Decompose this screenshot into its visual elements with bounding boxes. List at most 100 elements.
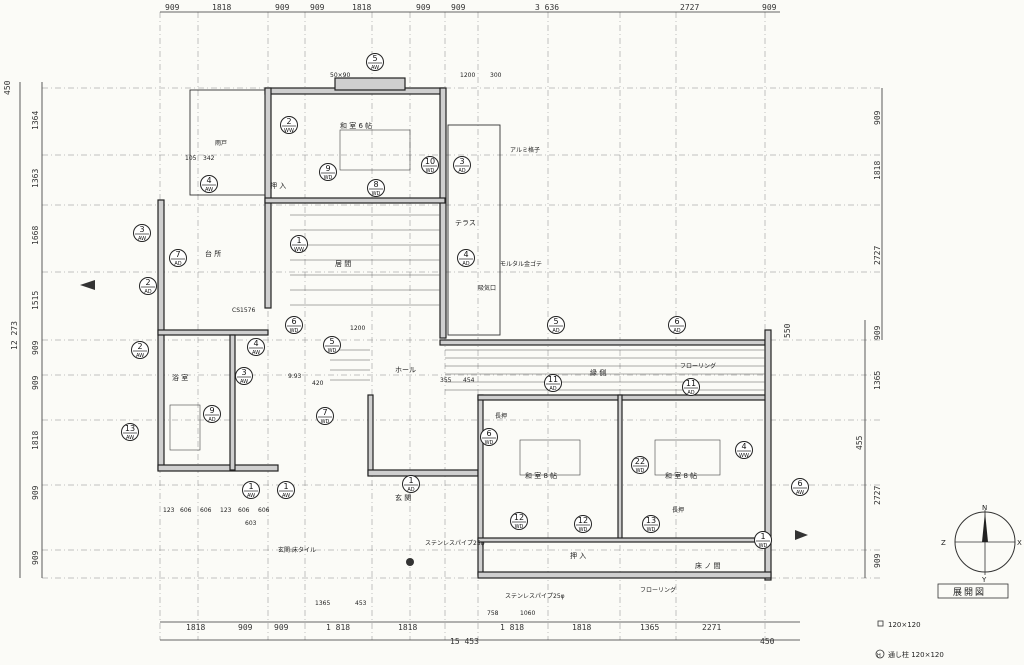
walls (157, 77, 772, 581)
dim-right-lower-4: 2727 (873, 486, 882, 505)
fitting-tag-type: AW (247, 493, 255, 499)
note-11: 玄関:床タイル (278, 546, 316, 554)
fitting-tag-number: 11 (548, 375, 558, 384)
fitting-tag-number: 13 (646, 516, 656, 525)
fitting-tag-circle (139, 277, 157, 295)
fitting-tag: 8WD (367, 179, 385, 197)
fitting-tag-circle (319, 163, 337, 181)
note-1: アルミ格子 (510, 146, 540, 154)
dim-bottom-1: 909 (238, 623, 253, 632)
dim-right-lower-5: 909 (873, 553, 882, 568)
dim-left-7: 1818 (31, 431, 40, 450)
dim-bottom-7: 1365 (640, 623, 659, 632)
compass-n: N (982, 504, 987, 512)
fitting-tag-number: 1 (296, 236, 301, 245)
fitting-tag-type: WD (647, 527, 656, 533)
dim-top-3: 909 (310, 3, 325, 12)
title: 展開図 (953, 587, 986, 598)
fitting-tag-type: WD (372, 191, 381, 197)
fitting-tag-number: 6 (486, 429, 491, 438)
fitting-tag-number: 8 (373, 180, 378, 189)
room-terrace: テラス (455, 219, 476, 227)
compass-e: X (1017, 539, 1022, 547)
entry-mark (80, 280, 808, 566)
dim-inner-19: 606 (180, 507, 192, 514)
note-7: ステンレスパイプ25φ (425, 540, 485, 547)
dim-bottom-3: 1 818 (326, 623, 350, 632)
fitting-tag-type: AW (138, 236, 146, 242)
dim-top-8: 2727 (680, 3, 699, 12)
dim-inner-1: 1200 (460, 72, 475, 79)
dim-right-upper-2: 2727 (873, 246, 882, 265)
room-living: 居 間 (335, 260, 351, 268)
fitting-tag-circle (200, 175, 218, 193)
dim-inner-5: 1200 (350, 325, 365, 332)
dim-right-lower-0: 550 (783, 323, 792, 338)
fitting-tag-number: 3 (241, 368, 246, 377)
fitting-tag-number: 4 (463, 250, 468, 259)
fitting-tag-number: 12 (578, 516, 588, 525)
dim-total-left: 12 273 (10, 321, 19, 350)
fitting-tag-number: 4 (741, 442, 746, 451)
note-3: フローリング (680, 362, 716, 370)
fitting-tag-number: 10 (425, 157, 435, 166)
dim-bottom-2: 909 (274, 623, 289, 632)
fitting-tag-circle (682, 378, 700, 396)
fitting-tag-circle (366, 53, 384, 71)
fitting-tag: 1WD (754, 531, 772, 549)
dimension-bottom: 1818 909 909 1 818 1818 1 818 1818 1365 … (160, 621, 800, 646)
fitting-tag-number: 11 (686, 379, 696, 388)
room-toko: 床 ノ 間 (695, 561, 720, 570)
fitting-tag-type: WD (324, 175, 333, 181)
dim-left-5: 909 (31, 340, 40, 355)
fitting-tag: 4AW (247, 338, 265, 356)
room-kitchen: 台 所 (205, 249, 221, 258)
dim-right-lower-2: 1365 (873, 371, 882, 390)
dim-inner-9: 420 (312, 380, 324, 387)
fitting-tag: 9WD (319, 163, 337, 181)
dim-left-0: 450 (3, 80, 12, 95)
fitting-tag-circle (285, 316, 303, 334)
compass: N Y Z X (941, 504, 1022, 584)
note-8: 吸気口 (478, 284, 496, 292)
fitting-tag: 4AD (457, 249, 475, 267)
fitting-tag-circle (367, 179, 385, 197)
fitting-tag-number: 12 (514, 513, 524, 522)
fitting-tag-circle (642, 515, 660, 533)
fitting-tag-number: 6 (797, 479, 802, 488)
note-6: ステンレスパイプ25φ (505, 593, 565, 600)
room-oshiire: 押 入 (570, 551, 586, 560)
fitting-tag-number: 3 (459, 157, 464, 166)
title-block: 展開図 (937, 583, 1009, 599)
dim-inner-6: 355 (440, 377, 452, 384)
fitting-tag-number: 1 (760, 532, 765, 541)
dim-bottom-6: 1818 (572, 623, 591, 632)
fitting-tag-type: WW (294, 247, 304, 253)
dim-top-6: 909 (451, 3, 466, 12)
fitting-tag-number: 5 (329, 337, 334, 346)
dim-bottom-0: 1818 (186, 623, 205, 632)
fitting-tag-circle (133, 224, 151, 242)
fitting-tag: 2AD (139, 277, 157, 295)
dim-bottom-8: 2271 (702, 623, 721, 632)
fitting-tag-type: WD (579, 527, 588, 533)
fitting-tag-type: AD (687, 390, 694, 396)
fitting-tag-number: 13 (125, 424, 135, 433)
note-5: CS1576 (232, 307, 255, 314)
fitting-tag: 4WW (735, 441, 753, 459)
fitting-tag-circle (131, 341, 149, 359)
dim-total-bottom-right: 450 (760, 637, 775, 646)
fitting-tag-number: 2 (286, 117, 291, 126)
fitting-tag-type: AD (552, 328, 559, 334)
dim-inner-10: 1365 (315, 600, 330, 607)
dim-top-0: 909 (165, 3, 180, 12)
room-oshiire-2: 押 入 (270, 181, 286, 190)
dimension-right: 909 1818 2727 550 909 1365 455 2727 909 (783, 88, 883, 578)
fitting-tag-type: AW (282, 493, 290, 499)
dim-top-4: 1818 (352, 3, 371, 12)
fitting-tag-number: 2 (137, 342, 142, 351)
